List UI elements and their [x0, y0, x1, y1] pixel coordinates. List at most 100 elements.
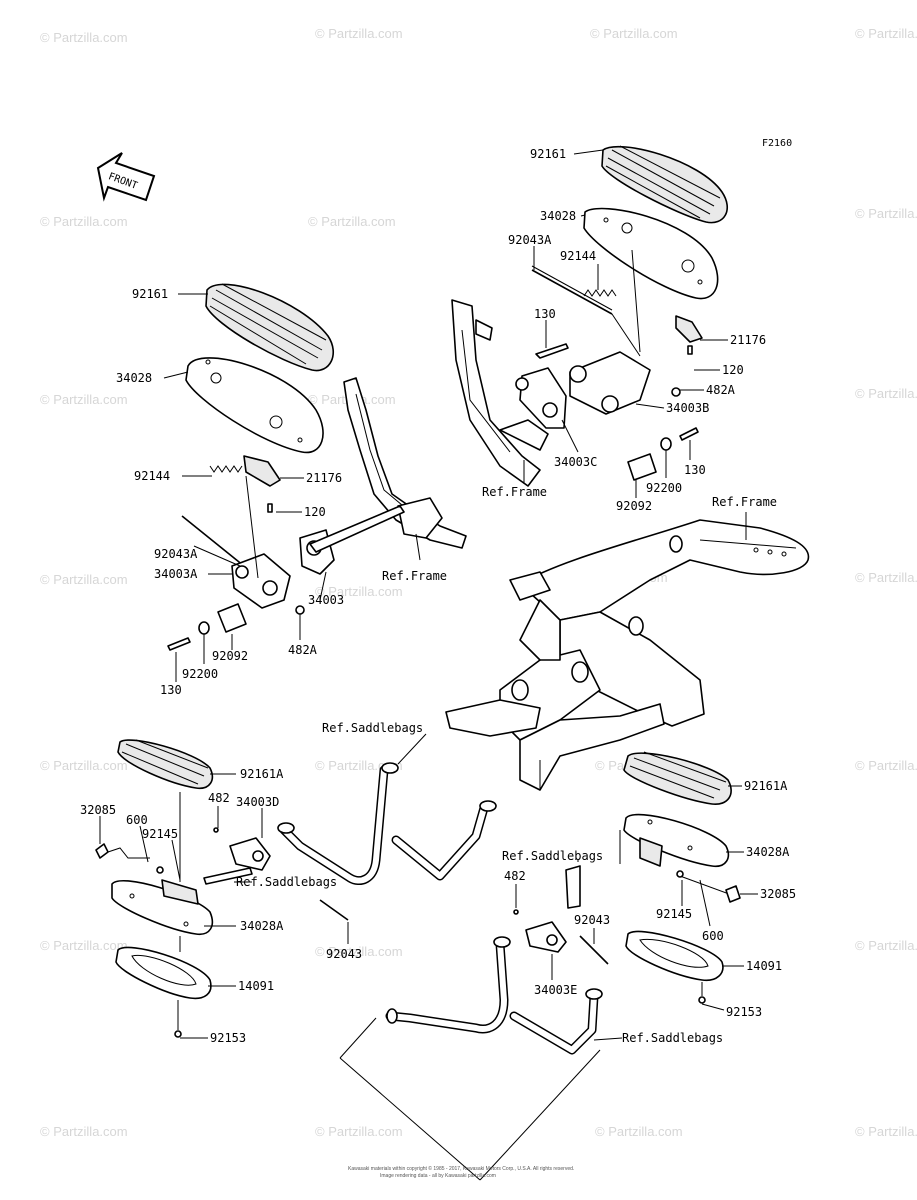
frame-segment-right — [451, 299, 549, 487]
label-21176-left: 21176 — [306, 471, 342, 485]
watermark: © Partzilla.com — [315, 584, 403, 599]
washer-600-left — [156, 866, 164, 874]
floorboard-34028-right — [583, 207, 719, 300]
watermark: © Partzilla.com — [855, 206, 917, 221]
footer-credit: Image rendering data - all by Kawasaki p… — [380, 1173, 496, 1179]
pin-32085-right — [725, 885, 741, 903]
label-482-left: 482 — [208, 791, 230, 805]
label-32085-right: 32085 — [760, 887, 796, 901]
spring-92144-left — [209, 465, 243, 473]
label-92161-left: 92161 — [132, 287, 168, 301]
watermark: © Partzilla.com — [855, 386, 917, 401]
label-ref-saddlebags-3: Ref.Saddlebags — [502, 849, 603, 863]
part-labels: 92161 34028 92043A 92144 130 21176 120 4… — [80, 147, 796, 1045]
bracket-34003B — [569, 351, 651, 415]
circlip-482A-left — [295, 605, 305, 615]
pin-32085-left — [95, 843, 109, 859]
spring-92144-right — [583, 289, 617, 297]
label-130-right: 130 — [684, 463, 706, 477]
screw-92153-left — [174, 1030, 182, 1038]
bracket-34003D — [229, 837, 271, 871]
washer-92200-right — [660, 437, 672, 451]
front-arrow-icon: FRONT — [96, 152, 156, 202]
label-34028-left: 34028 — [116, 371, 152, 385]
watermark: © Partzilla.com — [315, 944, 403, 959]
label-32085-left: 32085 — [80, 803, 116, 817]
watermark: © Partzilla.com — [40, 30, 128, 45]
floorboard-rubber-92161A-left — [117, 739, 214, 790]
circlip-482A-right — [671, 387, 681, 397]
floorboard-34028A-left — [111, 879, 214, 936]
watermark: © Partzilla.com — [855, 570, 917, 585]
watermark: © Partzilla.com — [308, 214, 396, 229]
label-ref-saddlebags-4: Ref.Saddlebags — [622, 1031, 723, 1045]
label-120-left: 120 — [304, 505, 326, 519]
frame-segment-left — [309, 377, 467, 553]
pin-92043A-left — [181, 515, 245, 567]
bracket-21176-left — [243, 455, 281, 487]
washer-600-right — [676, 870, 684, 878]
right-floorboard-assembly — [451, 145, 728, 487]
floorboard-34028A-right — [623, 813, 730, 868]
label-92161A-left: 92161A — [240, 767, 284, 781]
washer-92200-left — [198, 621, 210, 635]
bracket-34003A — [231, 553, 291, 609]
circlip-482-left — [213, 827, 219, 833]
plate-14091-left — [115, 946, 212, 1000]
bolt-130-right-top — [535, 343, 569, 359]
saddlebag-bar-lower — [385, 936, 603, 1055]
pin-92043-right — [579, 935, 609, 965]
label-92161A-right: 92161A — [744, 779, 788, 793]
label-482A-left: 482A — [288, 643, 318, 657]
footer-copyright: Kawasaki materials within copyright © 19… — [348, 1165, 574, 1172]
screw-120-left — [267, 503, 273, 513]
watermark: © Partzilla.com — [40, 1124, 128, 1139]
watermark: © Partzilla.com — [855, 1124, 917, 1139]
label-92153-left: 92153 — [210, 1031, 246, 1045]
label-92092-right: 92092 — [616, 499, 652, 513]
pin-92043A-right — [531, 269, 613, 315]
label-130-right-top: 130 — [534, 307, 556, 321]
label-92144-right: 92144 — [560, 249, 596, 263]
bracket-21176-right — [675, 315, 703, 343]
label-92153-right: 92153 — [726, 1005, 762, 1019]
label-130-left: 130 — [160, 683, 182, 697]
label-92092-left: 92092 — [212, 649, 248, 663]
floorboard-rubber-92161A-right — [623, 751, 732, 805]
label-482-right: 482 — [504, 869, 526, 883]
label-34028-right: 34028 — [540, 209, 576, 223]
watermark: © Partzilla.com — [855, 758, 917, 773]
label-600-right: 600 — [702, 929, 724, 943]
label-92043-left: 92043 — [326, 947, 362, 961]
label-92043-right: 92043 — [574, 913, 610, 927]
watermark: © Partzilla.com — [595, 1124, 683, 1139]
label-92145-left: 92145 — [142, 827, 178, 841]
label-92200-left: 92200 — [182, 667, 218, 681]
floorboard-rubber-92161-right — [601, 145, 728, 224]
label-ref-frame-top: Ref.Frame — [482, 485, 547, 499]
left-floorboard-assembly — [167, 283, 467, 651]
bracket-34003C — [515, 367, 567, 429]
label-92043A-right: 92043A — [508, 233, 552, 247]
bolt-ref-saddlebags-left — [203, 867, 253, 885]
screw-92153-right — [698, 996, 706, 1004]
label-482A-right: 482A — [706, 383, 736, 397]
watermark: © Partzilla.com — [40, 758, 128, 773]
watermark: © Partzilla.com — [855, 26, 917, 41]
label-34003B: 34003B — [666, 401, 709, 415]
floorboard-rubber-92161-left — [205, 283, 334, 372]
lower-left-passenger-board — [95, 739, 497, 1038]
label-ref-frame-right: Ref.Frame — [712, 495, 777, 509]
label-34003D: 34003D — [236, 795, 279, 809]
label-34003E: 34003E — [534, 983, 577, 997]
label-92043A-left: 92043A — [154, 547, 198, 561]
label-34003C: 34003C — [554, 455, 597, 469]
watermark: © Partzilla.com — [315, 1124, 403, 1139]
collar-92092-left — [217, 603, 247, 633]
label-ref-saddlebags-1: Ref.Saddlebags — [322, 721, 423, 735]
label-600-left: 600 — [126, 813, 148, 827]
saddlebag-bar-upper — [277, 762, 497, 886]
label-34028A-right: 34028A — [746, 845, 790, 859]
watermark: © Partzilla.com — [590, 26, 678, 41]
